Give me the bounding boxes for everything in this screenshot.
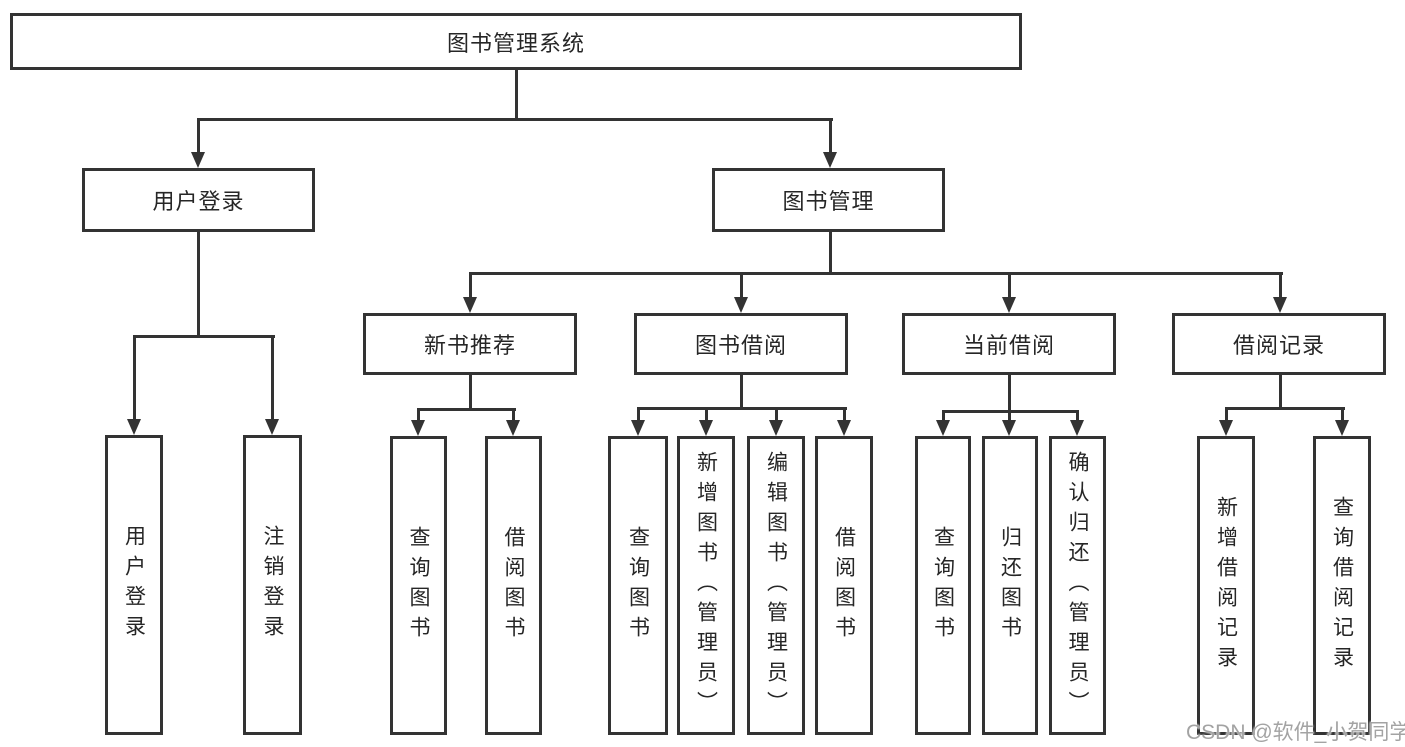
- connector-leaf-line: [1341, 407, 1344, 422]
- connector-leaf-line: [1225, 407, 1228, 422]
- connector-leaf-line: [417, 408, 420, 422]
- connector-new-book-stem: [469, 375, 472, 411]
- leaf-label: 新增图书（管理员）: [694, 450, 718, 721]
- arrowhead-user-login: [191, 152, 205, 168]
- leaf-label: 查询借阅记录: [1330, 495, 1354, 676]
- connector-book-borrowing-split: [637, 407, 847, 410]
- leaf-add-book-admin: 新增图书（管理员）: [677, 436, 735, 735]
- leaf-label: 确认归还（管理员）: [1066, 450, 1089, 721]
- connector-borrowing-records-stem: [1279, 375, 1282, 410]
- connector-user-login-stem: [197, 232, 200, 338]
- leaf-query-books-current: 查询图书: [915, 436, 971, 735]
- connector-to-leaf-logout: [271, 335, 274, 421]
- leaf-label: 用户登录: [122, 525, 146, 645]
- arrowhead-leaf: [631, 420, 645, 436]
- connector-leaf-line: [637, 407, 640, 422]
- csdn-watermark: CSDN @软件_小贺同学: [1186, 721, 1405, 744]
- node-borrowing-records: 借阅记录: [1172, 313, 1386, 375]
- connector-leaf-line: [843, 407, 846, 422]
- connector-root-split: [197, 118, 833, 121]
- leaf-user-login: 用户登录: [105, 435, 163, 735]
- arrowhead-leaf: [506, 420, 520, 436]
- leaf-borrow-books-recommend: 借阅图书: [485, 436, 542, 735]
- node-label: 图书管理: [782, 189, 875, 214]
- node-library-management-system: 图书管理系统: [10, 13, 1022, 70]
- leaf-return-book: 归还图书: [982, 436, 1038, 735]
- node-user-login: 用户登录: [82, 168, 315, 232]
- arrowhead-leaf: [1335, 420, 1349, 436]
- arrowhead-leaf: [769, 420, 783, 436]
- leaf-edit-book-admin: 编辑图书（管理员）: [747, 436, 805, 735]
- connector-to-current-borrowing: [1008, 272, 1011, 299]
- connector-leaf-line: [705, 407, 708, 422]
- leaf-label: 归还图书: [998, 525, 1022, 646]
- leaf-label: 注销登录: [261, 525, 284, 645]
- connector-to-new-book: [469, 272, 472, 299]
- connector-leaf-line: [1008, 410, 1011, 422]
- leaf-label: 查询图书: [931, 525, 955, 646]
- node-book-borrowing: 图书借阅: [634, 313, 848, 375]
- leaf-add-borrow-record: 新增借阅记录: [1197, 436, 1255, 735]
- leaf-logout: 注销登录: [243, 435, 302, 735]
- arrowhead-leaf: [1219, 420, 1233, 436]
- leaf-label: 借阅图书: [832, 525, 856, 646]
- arrowhead-leaf: [1070, 420, 1084, 436]
- connector-to-borrowing-records: [1279, 272, 1282, 299]
- node-label: 新书推荐: [423, 333, 516, 358]
- leaf-borrow-books-borrowing: 借阅图书: [815, 436, 873, 735]
- node-current-borrowing: 当前借阅: [902, 313, 1116, 375]
- connector-leaf-line: [1076, 410, 1079, 422]
- connector-leaf-line: [775, 407, 778, 422]
- node-label: 图书管理系统: [446, 30, 585, 56]
- node-new-book-recommendation: 新书推荐: [363, 313, 577, 375]
- leaf-label: 查询图书: [626, 525, 650, 646]
- leaf-label: 新增借阅记录: [1214, 495, 1238, 676]
- connector-borrowing-records-split: [1225, 407, 1345, 410]
- connector-to-book-management: [829, 118, 832, 154]
- connector-to-user-login: [197, 118, 200, 154]
- arrowhead-leaf: [699, 420, 713, 436]
- connector-book-management-split: [469, 272, 1283, 275]
- arrowhead-new-book: [463, 297, 477, 313]
- leaf-query-borrow-record: 查询借阅记录: [1313, 436, 1371, 735]
- connector-to-book-borrowing: [740, 272, 743, 299]
- node-label: 图书借阅: [694, 333, 787, 358]
- arrowhead-current-borrowing: [1002, 297, 1016, 313]
- node-label: 用户登录: [152, 189, 245, 214]
- connector-user-login-split: [133, 335, 275, 338]
- arrowhead-leaf: [837, 420, 851, 436]
- node-book-management: 图书管理: [712, 168, 945, 232]
- connector-leaf-line: [942, 410, 945, 422]
- leaf-confirm-return-admin: 确认归还（管理员）: [1049, 436, 1106, 735]
- leaf-query-books-borrowing: 查询图书: [608, 436, 668, 735]
- leaf-query-books-recommend: 查询图书: [390, 436, 447, 735]
- connector-current-borrowing-stem: [1008, 375, 1011, 413]
- arrowhead-leaf: [1002, 420, 1016, 436]
- connector-root-stem: [515, 70, 518, 121]
- connector-leaf-line: [512, 408, 515, 422]
- connector-book-borrowing-stem: [740, 375, 743, 410]
- arrowhead-leaf: [411, 420, 425, 436]
- leaf-label: 借阅图书: [502, 525, 525, 646]
- connector-book-management-stem: [829, 232, 832, 275]
- connector-to-leaf-user-login: [133, 335, 136, 421]
- arrowhead-book-borrowing: [734, 297, 748, 313]
- arrowhead-book-management: [823, 152, 837, 168]
- node-label: 当前借阅: [962, 333, 1055, 358]
- arrowhead-leaf-logout: [265, 419, 279, 435]
- connector-new-book-split: [417, 408, 516, 411]
- arrowhead-leaf: [936, 420, 950, 436]
- arrowhead-borrowing-records: [1273, 297, 1287, 313]
- leaf-label: 编辑图书（管理员）: [764, 450, 788, 721]
- node-label: 借阅记录: [1232, 333, 1325, 358]
- leaf-label: 查询图书: [407, 525, 430, 646]
- arrowhead-leaf-user-login: [127, 419, 141, 435]
